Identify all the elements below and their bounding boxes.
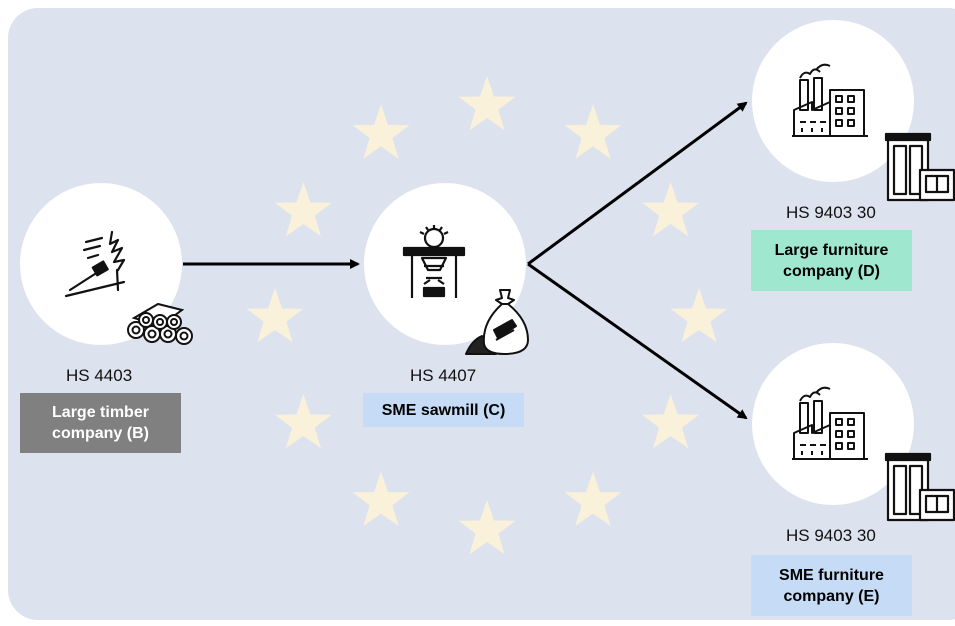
eu-star bbox=[642, 182, 700, 237]
large-furniture-label: Large furniture company (D) bbox=[751, 230, 912, 291]
sawmill-icon bbox=[402, 225, 466, 298]
sawdust-bag-icon bbox=[465, 289, 529, 355]
eu-star bbox=[274, 182, 332, 237]
cabinet-icon bbox=[884, 132, 955, 202]
eu-star bbox=[670, 288, 728, 343]
sawmill-hs-code: HS 4407 bbox=[410, 366, 477, 385]
timber-company-label: Large timber company (B) bbox=[20, 393, 181, 453]
factory-icon bbox=[792, 63, 868, 137]
eu-star bbox=[458, 76, 516, 131]
eu-star bbox=[564, 104, 622, 159]
log-pile-icon bbox=[127, 302, 193, 345]
arrow-sawmill-to-sme-furniture bbox=[527, 262, 748, 420]
sme-furniture-hs-code: HS 9403 30 bbox=[786, 526, 876, 545]
eu-star bbox=[564, 471, 622, 526]
eu-star bbox=[352, 471, 410, 526]
eu-star bbox=[246, 288, 304, 343]
factory-icon bbox=[792, 386, 868, 460]
sawmill-label: SME sawmill (C) bbox=[363, 393, 524, 427]
timber-hs-code: HS 4403 bbox=[66, 366, 133, 385]
cabinet-icon bbox=[884, 452, 955, 522]
eu-star bbox=[274, 394, 332, 449]
sme-furniture-label: SME furniture company (E) bbox=[751, 555, 912, 616]
large-furniture-hs-code: HS 9403 30 bbox=[786, 203, 876, 222]
eu-star bbox=[642, 394, 700, 449]
eu-star bbox=[352, 104, 410, 159]
tree-felling-icon bbox=[64, 230, 126, 298]
eu-star bbox=[458, 500, 516, 555]
arrow-sawmill-to-large-furniture bbox=[527, 101, 748, 266]
